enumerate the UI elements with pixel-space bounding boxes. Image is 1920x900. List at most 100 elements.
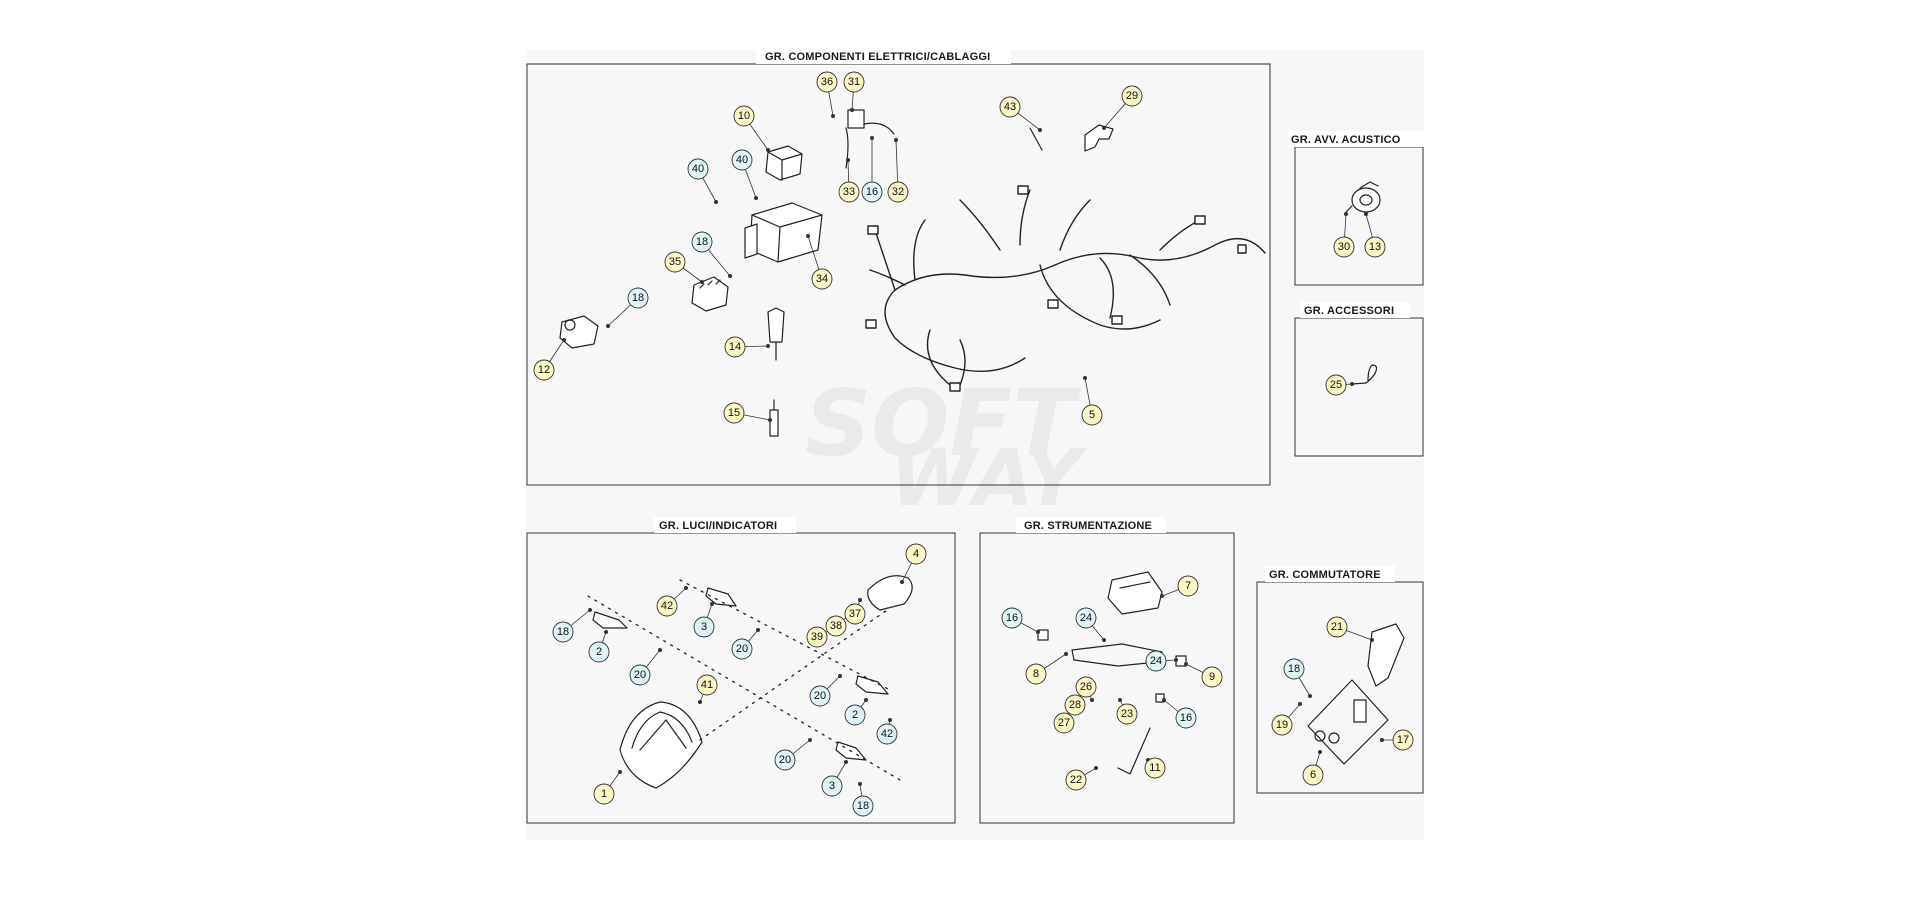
part-callout-35: 35 — [664, 251, 686, 273]
part-callout-13: 13 — [1364, 236, 1386, 258]
callout-bubble — [774, 749, 796, 771]
callout-number: 25 — [1330, 379, 1342, 391]
part-callout-3: 3 — [821, 775, 843, 797]
callout-number: 16 — [866, 186, 878, 198]
section-switch-title: GR. COMMUTATORE — [1269, 569, 1381, 581]
part-callout-15: 15 — [723, 402, 745, 424]
leader-dot — [1370, 638, 1375, 643]
callout-number: 29 — [1126, 90, 1138, 102]
callout-bubble — [1081, 404, 1103, 426]
part-callout-5: 5 — [1081, 404, 1103, 426]
callout-bubble — [1364, 236, 1386, 258]
part-callout-18: 18 — [691, 231, 713, 253]
callout-bubble — [656, 595, 678, 617]
callout-bubble — [733, 105, 755, 127]
leader-dot — [1162, 698, 1167, 703]
part-callout-11: 11 — [1144, 757, 1166, 779]
callout-number: 42 — [881, 728, 893, 740]
part-callout-7: 7 — [1177, 575, 1199, 597]
leader-dot — [806, 233, 811, 238]
part-callout-36: 36 — [816, 71, 838, 93]
callout-bubble — [1121, 85, 1143, 107]
callout-bubble — [852, 795, 874, 817]
part-callout-20: 20 — [629, 664, 651, 686]
callout-number: 4 — [913, 548, 919, 560]
leader-dot — [714, 199, 719, 204]
callout-bubble — [1075, 676, 1097, 698]
leader-dot — [604, 630, 609, 635]
leader-dot — [700, 279, 705, 284]
callout-bubble — [533, 359, 555, 381]
leader-dot — [1102, 638, 1107, 643]
leader-dot — [1036, 630, 1041, 635]
callout-bubble — [1325, 374, 1347, 396]
callout-number: 16 — [1180, 712, 1192, 724]
leader-dot — [754, 195, 759, 200]
part-callout-20: 20 — [809, 685, 831, 707]
callout-bubble — [1283, 658, 1305, 680]
callout-bubble — [1326, 616, 1348, 638]
callout-bubble — [1064, 694, 1086, 716]
leader-dot — [850, 108, 855, 113]
part-callout-16: 16 — [1001, 607, 1023, 629]
callout-number: 18 — [696, 236, 708, 248]
callout-number: 20 — [779, 754, 791, 766]
sensor-part — [845, 109, 895, 169]
callout-number: 39 — [811, 631, 823, 643]
callout-number: 42 — [661, 600, 673, 612]
part-callout-40: 40 — [687, 158, 709, 180]
part-callout-16: 16 — [861, 181, 883, 203]
callout-bubble — [629, 664, 651, 686]
leader-dot — [1184, 662, 1189, 667]
part-callout-16: 16 — [1175, 707, 1197, 729]
callout-bubble — [876, 723, 898, 745]
part-callout-26: 26 — [1075, 676, 1097, 698]
dashboard-part — [1037, 571, 1187, 775]
callout-bubble — [1025, 663, 1047, 685]
leader-dot — [1308, 694, 1313, 699]
callout-bubble — [1333, 236, 1355, 258]
callout-bubble — [687, 158, 709, 180]
leader-dot — [562, 337, 567, 342]
part-callout-10: 10 — [733, 105, 755, 127]
leader-dot — [858, 782, 863, 787]
part-callout-12: 12 — [533, 359, 555, 381]
leader-dot — [768, 417, 773, 422]
leader-dot — [858, 598, 863, 603]
callout-bubble — [627, 287, 649, 309]
callout-number: 18 — [632, 292, 644, 304]
part-callout-41: 41 — [696, 674, 718, 696]
callout-bubble — [1177, 575, 1199, 597]
leader-dot — [1064, 652, 1069, 657]
part-callout-38: 38 — [825, 615, 847, 637]
callout-bubble — [664, 251, 686, 273]
leader-dot — [864, 698, 869, 703]
callout-number: 7 — [1185, 580, 1191, 592]
callout-number: 33 — [843, 186, 855, 198]
callout-bubble — [811, 268, 833, 290]
callout-number: 5 — [1089, 409, 1095, 421]
callout-number: 27 — [1058, 717, 1070, 729]
part-callout-39: 39 — [806, 626, 828, 648]
leader-dot — [1174, 658, 1179, 663]
leader-dot — [1102, 126, 1107, 131]
callout-number: 9 — [1209, 671, 1215, 683]
leader-dot — [1160, 594, 1165, 599]
part-callout-28: 28 — [1064, 694, 1086, 716]
callout-number: 35 — [669, 256, 681, 268]
leader-dot — [1364, 211, 1369, 216]
callout-bubble — [593, 783, 615, 805]
callout-number: 8 — [1033, 668, 1039, 680]
leader-dot — [1298, 702, 1303, 707]
part-callout-29: 29 — [1121, 85, 1143, 107]
callout-bubble — [1145, 650, 1167, 672]
callout-number: 19 — [1276, 719, 1288, 731]
callout-bubble — [825, 615, 847, 637]
callout-number: 34 — [816, 273, 828, 285]
leader-dot — [766, 343, 771, 348]
regulator-part — [691, 276, 729, 312]
leader-dot — [870, 135, 875, 140]
part-callout-9: 9 — [1201, 666, 1223, 688]
part-callout-8: 8 — [1025, 663, 1047, 685]
part-callout-21: 21 — [1326, 616, 1348, 638]
